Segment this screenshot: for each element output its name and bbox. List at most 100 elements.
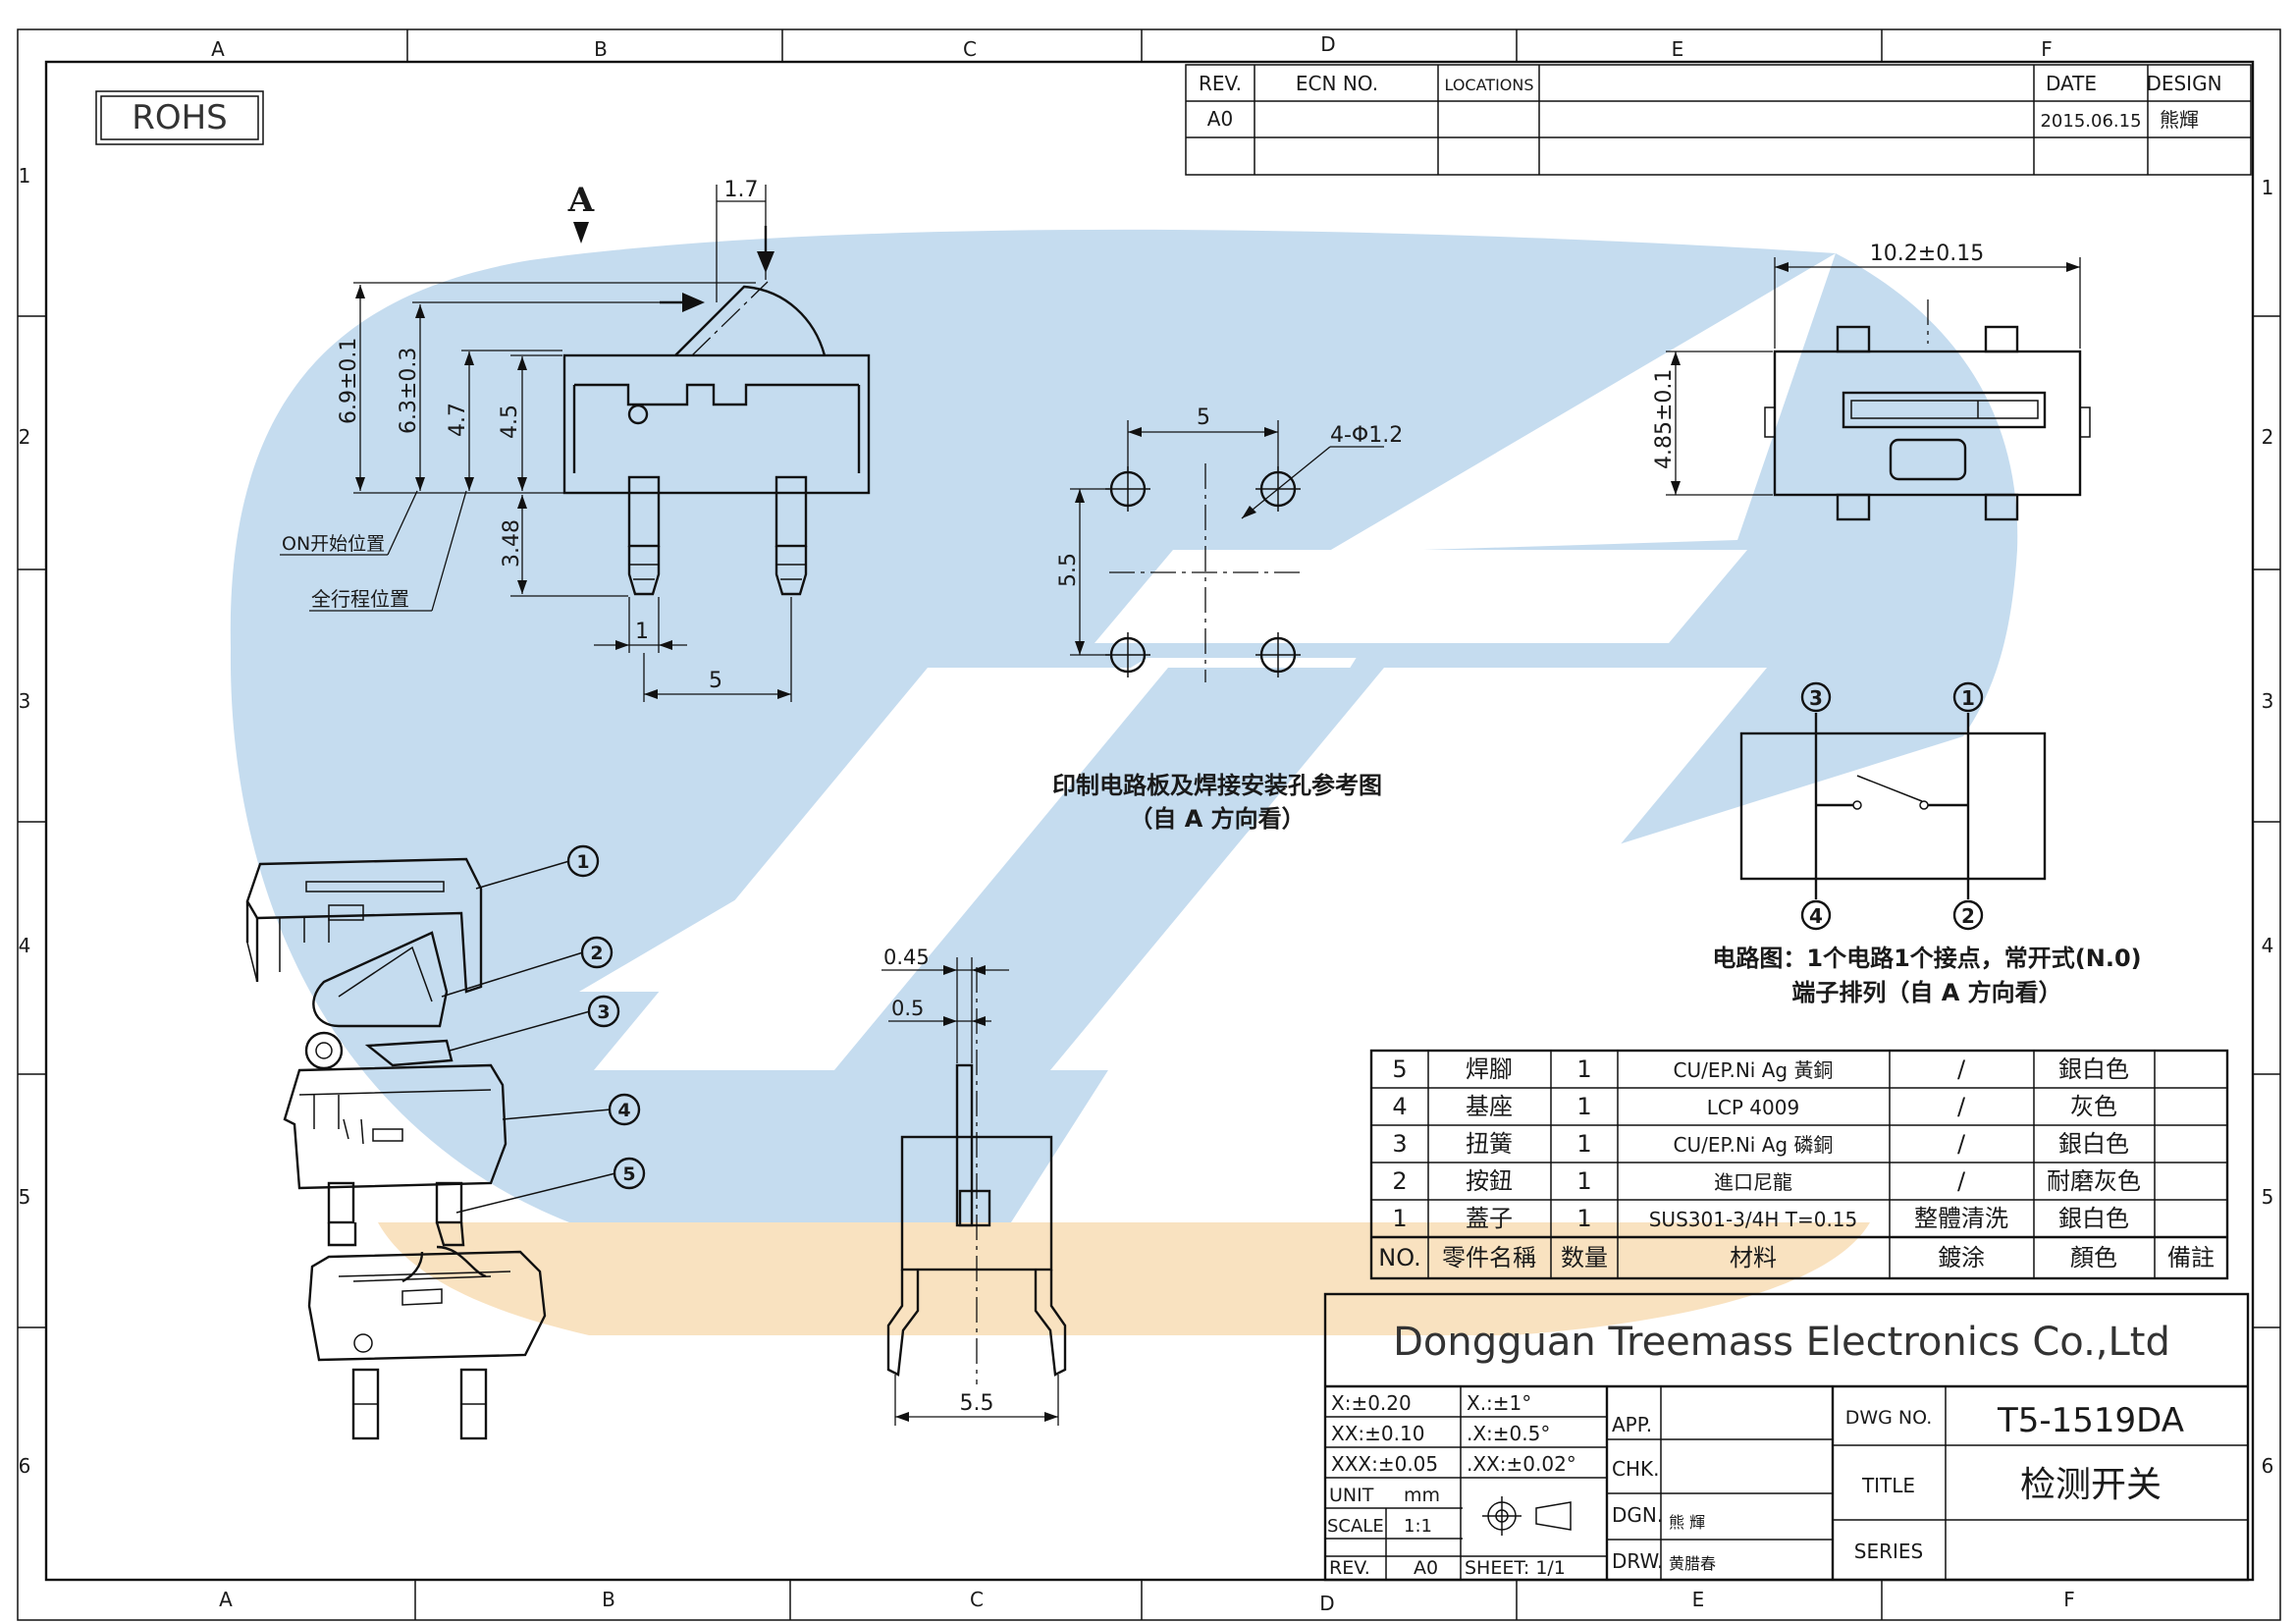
bom-cell: 焊腳 bbox=[1466, 1055, 1513, 1083]
rev-header-design: DESIGN bbox=[2146, 72, 2221, 95]
tol-xxx: XXX:±0.05 bbox=[1331, 1452, 1438, 1476]
drw-name: 黄腊春 bbox=[1669, 1554, 1716, 1573]
end-view: 0.45 0.5 5.5 bbox=[881, 946, 1067, 1426]
bom-table: 5 焊腳 1 CU/EP.Ni Ag 黃銅 / 銀白色 4 基座 1 LCP 4… bbox=[1369, 1049, 2229, 1280]
circuit-pin-4: 4 bbox=[1809, 904, 1823, 928]
rev-header-ecn: ECN NO. bbox=[1296, 72, 1378, 95]
bom-cell: 2 bbox=[1392, 1167, 1407, 1195]
dim-height-6-9: 6.9±0.1 bbox=[337, 338, 361, 424]
bom-cell: CU/EP.Ni Ag 黃銅 bbox=[1674, 1058, 1834, 1082]
bom-cell: 進口尼龍 bbox=[1714, 1170, 1792, 1194]
zone-right-6: 6 bbox=[2262, 1454, 2274, 1478]
zone-right-5: 5 bbox=[2262, 1185, 2274, 1209]
bom-header-no: NO. bbox=[1378, 1244, 1421, 1271]
bom-cell: 1 bbox=[1576, 1055, 1591, 1083]
top-view: 10.2±0.15 4.85±0.1 bbox=[1652, 242, 2091, 521]
rev-value: A0 bbox=[1414, 1557, 1438, 1579]
zone-top-f: F bbox=[2041, 37, 2053, 61]
bom-cell: 銀白色 bbox=[2058, 1205, 2129, 1232]
zone-right-1: 1 bbox=[2262, 176, 2274, 199]
title-block: Dongguan Treemass Electronics Co.,Ltd X:… bbox=[1323, 1292, 2250, 1582]
tol-angle-2: .XX:±0.02° bbox=[1467, 1452, 1576, 1476]
scale-value: 1:1 bbox=[1404, 1516, 1432, 1537]
dim-end-0-5: 0.5 bbox=[891, 997, 924, 1020]
circuit-diagram: 3 1 4 2 电路图：1个电路1个接点，常开式(N.0) 端子排列（自 A 方… bbox=[1712, 681, 2142, 1006]
rohs-label: ROHS bbox=[132, 98, 228, 137]
dim-end-0-45: 0.45 bbox=[883, 946, 930, 969]
rev-row-design: 熊輝 bbox=[2160, 108, 2199, 132]
zone-left-4: 4 bbox=[19, 934, 31, 957]
drw-label: DRW. bbox=[1612, 1549, 1663, 1573]
pcb-caption-line1: 印制电路板及焊接安装孔参考图 bbox=[1052, 772, 1382, 799]
bom-cell: 1 bbox=[1576, 1205, 1591, 1232]
zone-right-2: 2 bbox=[2262, 425, 2274, 449]
zone-bottom-a: A bbox=[219, 1588, 233, 1611]
zone-bottom-d: D bbox=[1319, 1592, 1334, 1615]
circuit-pin-2: 2 bbox=[1961, 904, 1975, 928]
bom-row-1: 1 蓋子 1 SUS301-3/4H T=0.15 整體清洗 銀白色 bbox=[1392, 1205, 2129, 1232]
dim-pcb-width: 5 bbox=[1197, 406, 1210, 430]
dim-top-offset: 1.7 bbox=[724, 178, 759, 202]
bom-cell: 銀白色 bbox=[2058, 1055, 2129, 1083]
zone-top-b: B bbox=[594, 37, 608, 61]
bom-row-2: 2 按鈕 1 進口尼龍 / 耐磨灰色 bbox=[1392, 1167, 2141, 1195]
zone-right-4: 4 bbox=[2262, 934, 2274, 957]
projection-symbol-icon bbox=[1482, 1496, 1572, 1536]
dim-pin-pitch: 5 bbox=[709, 669, 722, 693]
bom-header: NO. 零件名稱 数量 材料 鍍涂 顏色 備註 bbox=[1378, 1244, 2215, 1271]
dgn-name: 熊 輝 bbox=[1669, 1513, 1705, 1532]
balloon-4: 4 bbox=[617, 1100, 630, 1121]
balloon-1: 1 bbox=[576, 851, 589, 873]
dim-height-4-7: 4.7 bbox=[446, 403, 470, 437]
chk-label: CHK. bbox=[1612, 1457, 1659, 1481]
dim-top-height: 4.85±0.1 bbox=[1652, 369, 1677, 469]
dim-pin-width: 1 bbox=[635, 620, 649, 644]
zone-bottom-c: C bbox=[970, 1588, 984, 1611]
bom-cell: / bbox=[1957, 1167, 1966, 1195]
bom-cell: 1 bbox=[1576, 1130, 1591, 1158]
bom-cell: 扭簧 bbox=[1466, 1130, 1513, 1158]
zone-labels: A B C D E F A B C D E F 1 2 3 4 5 6 1 2 … bbox=[19, 32, 2274, 1615]
exploded-view: 1 2 3 4 5 bbox=[245, 844, 646, 1440]
zone-top-d: D bbox=[1320, 32, 1335, 56]
bom-row-5: 5 焊腳 1 CU/EP.Ni Ag 黃銅 / 銀白色 bbox=[1392, 1055, 2129, 1083]
zone-left-2: 2 bbox=[19, 425, 31, 449]
app-label: APP. bbox=[1612, 1413, 1652, 1436]
zone-right-3: 3 bbox=[2262, 689, 2274, 713]
bom-cell: LCP 4009 bbox=[1707, 1096, 1799, 1119]
circuit-caption-line2: 端子排列（自 A 方向看） bbox=[1791, 979, 2061, 1006]
bom-cell: 3 bbox=[1392, 1130, 1407, 1158]
rev-label: REV. bbox=[1329, 1557, 1370, 1579]
series-label: SERIES bbox=[1854, 1540, 1923, 1563]
dim-height-6-3: 6.3±0.3 bbox=[397, 348, 421, 434]
bom-cell: 1 bbox=[1576, 1167, 1591, 1195]
zone-left-6: 6 bbox=[19, 1454, 31, 1478]
unit-label: UNIT bbox=[1329, 1485, 1374, 1506]
zone-left-3: 3 bbox=[19, 689, 31, 713]
tol-x: X:±0.20 bbox=[1331, 1391, 1412, 1415]
balloon-3: 3 bbox=[597, 1001, 610, 1023]
dim-top-width: 10.2±0.15 bbox=[1870, 242, 1984, 266]
circuit-caption-line1: 电路图：1个电路1个接点，常开式(N.0) bbox=[1712, 945, 2141, 972]
zone-left-1: 1 bbox=[19, 164, 31, 188]
dim-pin-length: 3.48 bbox=[500, 519, 524, 568]
dim-end-width: 5.5 bbox=[960, 1391, 994, 1416]
bom-row-4: 4 基座 1 LCP 4009 / 灰色 bbox=[1392, 1093, 2117, 1120]
bom-header-color: 顏色 bbox=[2070, 1244, 2117, 1271]
bom-cell: 基座 bbox=[1466, 1093, 1513, 1120]
tol-angle-1: .X:±0.5° bbox=[1467, 1422, 1550, 1445]
dgn-label: DGN. bbox=[1612, 1503, 1663, 1527]
zone-bottom-b: B bbox=[602, 1588, 615, 1611]
dim-pcb-height: 5.5 bbox=[1056, 553, 1081, 587]
bom-header-part: 零件名稱 bbox=[1442, 1244, 1536, 1271]
rev-header-date: DATE bbox=[2046, 72, 2097, 95]
bom-header-material: 材料 bbox=[1730, 1244, 1777, 1271]
bom-cell: CU/EP.Ni Ag 磷銅 bbox=[1674, 1133, 1834, 1157]
rev-row-date: 2015.06.15 bbox=[2040, 111, 2141, 132]
bom-cell: 蓋子 bbox=[1466, 1205, 1513, 1232]
bom-cell: / bbox=[1957, 1130, 1966, 1158]
rev-row-rev: A0 bbox=[1207, 107, 1233, 131]
bom-row-3: 3 扭簧 1 CU/EP.Ni Ag 磷銅 / 銀白色 bbox=[1392, 1130, 2129, 1158]
zone-left-5: 5 bbox=[19, 1185, 31, 1209]
